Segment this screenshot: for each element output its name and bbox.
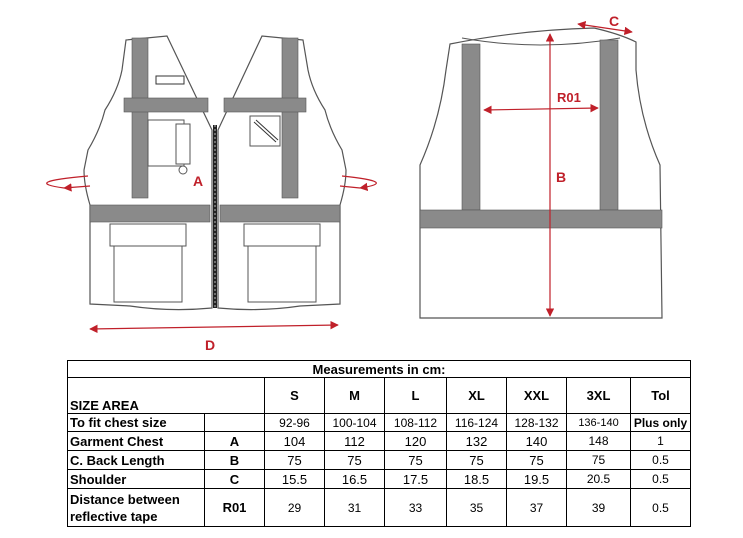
cell: 148 [566,431,631,451]
cell: 19.5 [506,469,567,489]
table-row: C. Back Length B 75 75 75 75 75 75 0.5 [67,450,691,470]
vest-back [419,27,663,319]
cell: 128-132 [506,413,567,432]
cell: 39 [566,488,631,527]
size-header: XL [446,377,507,414]
tol-header: Tol [630,377,691,414]
size-header: 3XL [566,377,631,414]
cell: 120 [384,431,447,451]
cell: 33 [384,488,447,527]
cell: 75 [506,450,567,470]
tol-cell: Plus only [630,413,691,432]
cell: 35 [446,488,507,527]
cell: 31 [324,488,385,527]
cell: 20.5 [566,469,631,489]
cell: 108-112 [384,413,447,432]
measure-d-arrow [89,320,339,334]
cell: 100-104 [324,413,385,432]
row-label: C. Back Length [67,450,205,470]
cell: 140 [506,431,567,451]
row-code: B [204,450,265,470]
cell: 75 [324,450,385,470]
cell: 17.5 [384,469,447,489]
measurements-table: Measurements in cm: SIZE AREA S M L XL X… [67,360,691,527]
cell: 29 [264,488,325,527]
row-code: A [204,431,265,451]
measure-a-arrow [46,175,377,192]
label-b: B [556,169,566,185]
vest-diagram: A D C R01 B [46,13,663,353]
row-code: R01 [204,488,265,527]
tol-cell: 0.5 [630,488,691,527]
measure-c-arrow [577,20,633,36]
cell: 132 [446,431,507,451]
cell: 18.5 [446,469,507,489]
row-code: C [204,469,265,489]
label-r01: R01 [557,90,581,105]
cell: 136-140 [566,413,631,432]
label-d: D [205,337,215,353]
tol-cell: 0.5 [630,450,691,470]
tol-cell: 0.5 [630,469,691,489]
size-header: M [324,377,385,414]
size-header: L [384,377,447,414]
measure-r01-arrow [483,103,599,115]
table-title: Measurements in cm: [67,360,691,378]
table-row: Shoulder C 15.5 16.5 17.5 18.5 19.5 20.5… [67,469,691,489]
tol-cell: 1 [630,431,691,451]
cell: 16.5 [324,469,385,489]
row-label: Shoulder [67,469,205,489]
row-label: To fit chest size [67,413,205,432]
row-label: Garment Chest [67,431,205,451]
table-row: Distance between reflective tape R01 29 … [67,488,691,527]
cell: 75 [446,450,507,470]
cell: 112 [324,431,385,451]
cell: 15.5 [264,469,325,489]
size-header: S [264,377,325,414]
table-row: Garment Chest A 104 112 120 132 140 148 … [67,431,691,451]
cell: 104 [264,431,325,451]
cell: 75 [384,450,447,470]
cell: 75 [264,450,325,470]
size-header: XXL [506,377,567,414]
cell: 37 [506,488,567,527]
size-area-label: SIZE AREA [67,377,265,414]
table-row: To fit chest size 92-96 100-104 108-112 … [67,413,691,432]
row-code [204,413,265,432]
label-c: C [609,13,619,29]
cell: 92-96 [264,413,325,432]
vest-front [83,35,347,311]
cell: 116-124 [446,413,507,432]
label-a: A [193,173,203,189]
cell: 75 [566,450,631,470]
row-label: Distance between reflective tape [67,488,205,527]
